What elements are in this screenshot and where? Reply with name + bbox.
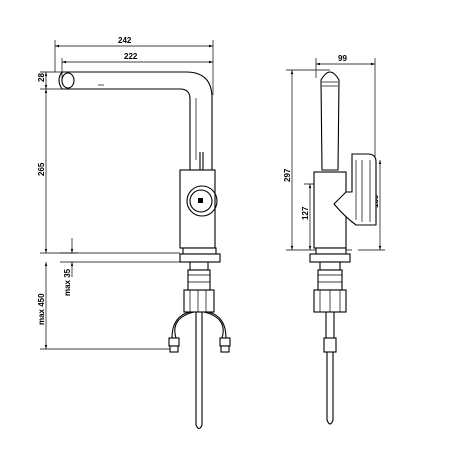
side-lever xyxy=(333,153,377,226)
dim-label-max-450: max 450 xyxy=(37,293,46,325)
dim-label-99: 99 xyxy=(338,54,347,63)
hose-left xyxy=(174,311,195,339)
side-base-plate xyxy=(309,253,351,263)
side-spout xyxy=(320,71,340,171)
dim-label-222: 222 xyxy=(124,52,138,61)
side-pullout-hose xyxy=(326,352,334,425)
dim-label-265: 265 xyxy=(37,162,46,176)
pullout-hose xyxy=(195,312,203,430)
logo-mark xyxy=(198,198,203,203)
spout-outer xyxy=(62,71,213,248)
dim-label-max-35: max 35 xyxy=(63,268,72,296)
dim-label-242: 242 xyxy=(118,36,132,45)
front-view: 242 222 28 265 max 35 max 450 xyxy=(37,36,231,430)
side-view: 99 297 127 159 xyxy=(283,54,385,425)
side-hose-connector xyxy=(323,337,337,353)
hose-right xyxy=(203,311,224,339)
dim-label-127: 127 xyxy=(301,206,310,220)
dim-label-297: 297 xyxy=(283,168,292,182)
mounting-nut xyxy=(183,289,215,313)
dim-label-28: 28 xyxy=(37,73,46,82)
spout-inner xyxy=(62,88,191,170)
cartridge-cap xyxy=(186,185,218,217)
mixer-body xyxy=(179,169,216,249)
base-plate xyxy=(179,253,221,263)
spray-head xyxy=(61,72,75,89)
